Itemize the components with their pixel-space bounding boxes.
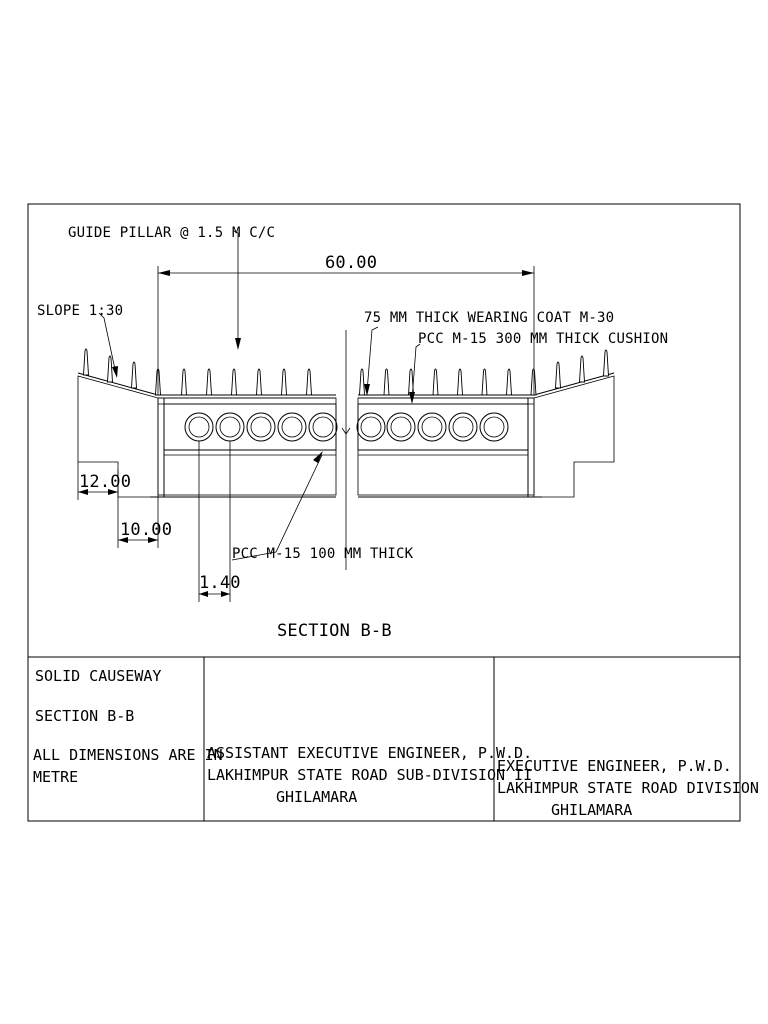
pcc-100-label: PCC M-15 100 MM THICK	[232, 546, 414, 562]
pipe-inner	[219, 416, 241, 438]
arrowhead	[235, 338, 241, 350]
arrowhead	[118, 537, 128, 543]
guide-pillar-label: GUIDE PILLAR @ 1.5 M C/C	[68, 225, 275, 241]
causeway-section	[77, 330, 615, 570]
guide-pillar	[107, 355, 113, 383]
pipe-inner	[281, 416, 303, 438]
title-block: SOLID CAUSEWAY SECTION B-B ALL DIMENSION…	[33, 667, 759, 819]
arrowhead	[364, 384, 370, 396]
right-embankment	[533, 375, 615, 498]
slope-leader	[98, 312, 117, 375]
tb-left-line3: ALL DIMENSIONS ARE IN	[33, 746, 223, 764]
tb-right-line3: GHILAMARA	[551, 801, 632, 819]
pipe-band-left	[163, 403, 337, 451]
guide-pillar	[408, 368, 414, 396]
pipe	[448, 412, 478, 442]
guide-pillar	[383, 368, 390, 396]
pipe-inner	[250, 416, 272, 438]
dim-overall-text: 60.00	[325, 253, 377, 273]
guide-pillar	[256, 368, 262, 396]
tb-right-line1: EXECUTIVE ENGINEER, P.W.D.	[497, 757, 732, 775]
pipe	[356, 412, 386, 442]
guide-pillar	[506, 368, 512, 396]
guide-pillar	[83, 348, 89, 376]
guide-pillar	[432, 368, 439, 396]
tb-middle-line1: ASSISTANT EXECUTIVE ENGINEER, P.W.D.	[207, 744, 532, 762]
guide-pillar	[481, 368, 488, 396]
pipe	[246, 412, 276, 442]
arrowhead	[199, 591, 208, 597]
arrowhead	[112, 366, 118, 378]
pcc-leader	[231, 454, 323, 561]
guide-pillar	[359, 368, 365, 396]
arrowhead	[522, 270, 534, 276]
pipe	[479, 412, 509, 442]
pipe	[308, 412, 338, 442]
guide-pillar	[579, 355, 585, 383]
sheet-border	[27, 203, 741, 822]
pipe	[417, 412, 447, 442]
slope-line-left	[77, 372, 159, 396]
guide-pillars	[83, 348, 609, 396]
arrowhead	[148, 537, 158, 543]
pipe-inner	[452, 416, 474, 438]
guide-pillar	[181, 368, 187, 396]
slope-label: SLOPE 1:30	[37, 303, 123, 319]
wearing-coat-leader	[366, 326, 379, 393]
guide-pillar	[530, 368, 537, 396]
slope-line-right	[533, 372, 615, 396]
pipe	[277, 412, 307, 442]
right-deck-block	[357, 397, 535, 496]
pipe-inner	[312, 416, 334, 438]
tb-left-line4: METRE	[33, 768, 78, 786]
guide-pillar	[306, 368, 312, 396]
arrowhead	[158, 270, 170, 276]
tb-right-line2: LAKHIMPUR STATE ROAD DIVISION	[497, 779, 759, 797]
section-title: SECTION B-B	[277, 621, 392, 641]
guide-pillar	[231, 368, 237, 396]
tb-left-line1: SOLID CAUSEWAY	[35, 667, 161, 685]
tb-left-line2: SECTION B-B	[35, 707, 134, 725]
arrowhead	[409, 392, 415, 404]
guide-pillar-leader	[233, 230, 239, 346]
break-mark	[341, 427, 351, 435]
dim-12-text: 12.00	[79, 472, 131, 492]
pipe-inner	[483, 416, 505, 438]
wearing-coat-label: 75 MM THICK WEARING COAT M-30	[364, 310, 614, 326]
arrowhead	[108, 489, 118, 495]
pipe-inner	[188, 416, 210, 438]
pipe-inner	[360, 416, 382, 438]
tb-middle-line2: LAKHIMPUR STATE ROAD SUB-DIVISION II	[207, 766, 532, 784]
guide-pillar	[281, 368, 287, 396]
dimensions: 60.00 GUIDE PILLAR @ 1.5 M C/C SLOPE 1:3…	[37, 225, 668, 641]
pipes-left	[184, 412, 338, 442]
guide-pillar	[555, 361, 561, 389]
tb-middle-line3: GHILAMARA	[276, 788, 357, 806]
pipe-inner	[390, 416, 412, 438]
dim-140-text: 1.40	[199, 573, 241, 593]
arrowhead	[313, 451, 323, 463]
left-deck-block	[157, 397, 337, 496]
guide-pillar	[206, 368, 212, 396]
cushion-leader	[411, 343, 421, 401]
guide-pillar	[457, 368, 463, 396]
pipe	[386, 412, 416, 442]
pipe-inner	[421, 416, 443, 438]
pipes-right	[356, 412, 509, 442]
pipe-band-right	[357, 403, 529, 451]
guide-pillar	[603, 349, 609, 377]
arrowhead	[221, 591, 230, 597]
cushion-label: PCC M-15 300 MM THICK CUSHION	[418, 331, 668, 347]
arrowhead	[78, 489, 88, 495]
dim-10-text: 10.00	[120, 520, 172, 540]
guide-pillar	[131, 361, 137, 389]
